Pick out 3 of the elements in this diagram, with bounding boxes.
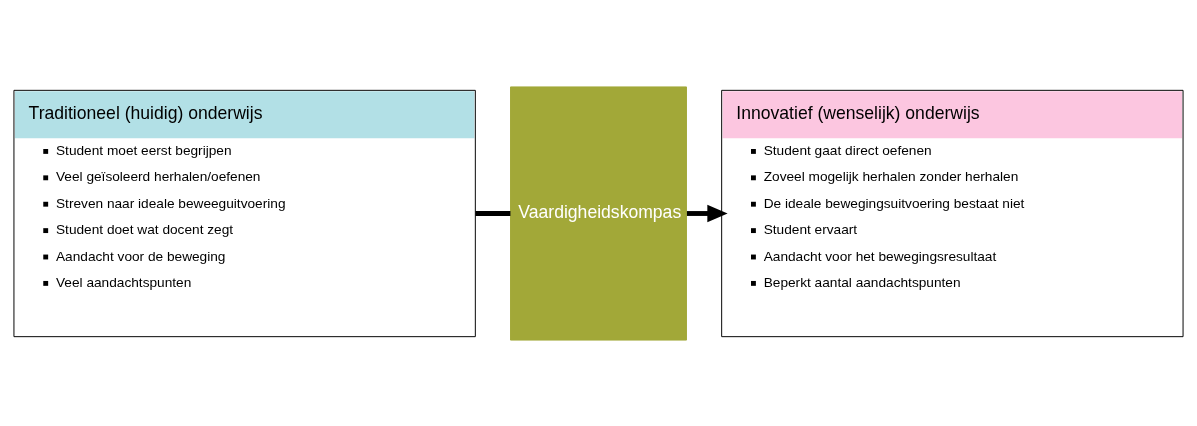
- arrow: [686, 204, 728, 222]
- node-box: Vaardigheidskompas: [510, 85, 687, 341]
- connector: [475, 210, 511, 216]
